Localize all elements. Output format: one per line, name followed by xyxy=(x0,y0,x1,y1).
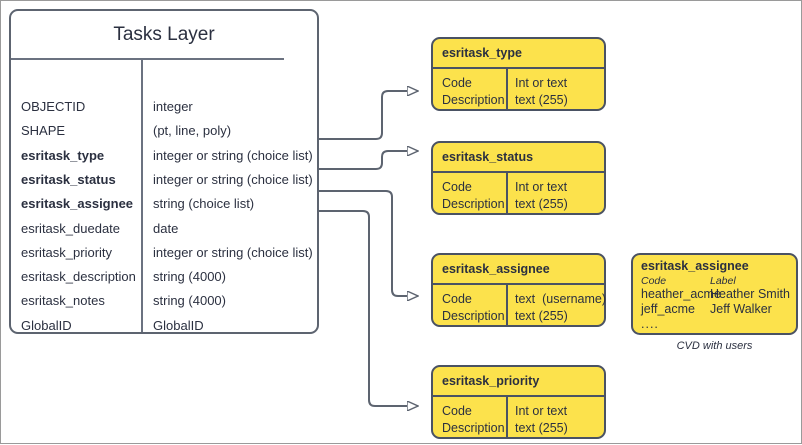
domain-box-esritask-assignee: esritask_assignee Code Description text … xyxy=(431,253,606,327)
domain-box-esritask-status: esritask_status Code Description Int or … xyxy=(431,141,606,215)
domain-title-divider xyxy=(433,395,604,397)
domain-type-column: Int or text text (255) xyxy=(515,404,568,435)
field-name: esritask_description xyxy=(21,269,136,285)
connector-type xyxy=(319,91,418,140)
table-row: GlobalID GlobalID xyxy=(11,314,317,338)
domain-title: esritask_priority xyxy=(442,374,540,388)
table-row: esritask_status integer or string (choice… xyxy=(11,168,317,192)
field-name: esritask_duedate xyxy=(21,220,121,236)
field-type: string (4000) xyxy=(153,293,226,309)
cvd-row-label: Heather Smith xyxy=(710,287,790,301)
domain-title: esritask_type xyxy=(442,46,522,60)
domain-code-column: Code Description xyxy=(442,292,505,323)
domain-code-column: Code Description xyxy=(442,404,505,435)
field-name: esritask_priority xyxy=(21,244,113,260)
field-type: integer xyxy=(153,99,193,114)
cvd-row-code: jeff_acme xyxy=(641,302,695,316)
cvd-row-code: heather_acme xyxy=(641,287,721,301)
title-divider xyxy=(11,58,284,60)
table-row: esritask_notes string (4000) xyxy=(11,289,317,313)
cvd-caption: CVD with users xyxy=(676,340,753,352)
domain-column-divider xyxy=(506,67,508,109)
cvd-ellipsis: .... xyxy=(641,317,659,331)
table-row: esritask_type integer or string (choice l… xyxy=(11,144,317,168)
field-type: integer or string (choice list) xyxy=(153,244,313,260)
cvd-header-code: Code xyxy=(641,275,667,287)
domain-type-column: Int or text text (255) xyxy=(515,76,568,107)
field-name: esritask_assignee xyxy=(21,196,134,212)
domain-type-column: Int or text text (255) xyxy=(515,180,568,211)
domain-code-column: Code Description xyxy=(442,76,505,107)
page-title: Tasks Layer xyxy=(113,24,215,45)
field-type: (pt, line, poly) xyxy=(153,123,232,139)
cvd-row-label: Jeff Walker xyxy=(710,302,772,316)
connector-priority xyxy=(319,210,418,406)
field-name: esritask_notes xyxy=(21,293,105,309)
field-name: OBJECTID xyxy=(21,99,86,114)
table-row: SHAPE (pt, line, poly) xyxy=(11,119,317,143)
cvd-header-label: Label xyxy=(710,275,736,287)
domain-title-divider xyxy=(433,67,604,69)
table-row: esritask_description string (4000) xyxy=(11,265,317,289)
domain-title-divider xyxy=(433,171,604,173)
domain-code-column: Code Description xyxy=(442,180,505,211)
domain-column-divider xyxy=(506,171,508,213)
connector-assignee xyxy=(319,190,418,296)
table-row: esritask_duedate date xyxy=(11,217,317,241)
field-type: string (choice list) xyxy=(153,196,255,212)
field-type: date xyxy=(153,220,179,236)
table-row: esritask_assignee string (choice list) xyxy=(11,192,317,216)
field-type: integer or string (choice list) xyxy=(153,147,313,163)
field-name: SHAPE xyxy=(21,123,66,139)
field-type: GlobalID xyxy=(153,317,204,333)
domain-title: esritask_assignee xyxy=(442,262,550,276)
domain-type-column: text (username) text (255) xyxy=(515,292,607,323)
domain-box-esritask-type: esritask_type Code Description Int or te… xyxy=(431,37,606,111)
field-name: esritask_type xyxy=(21,147,105,163)
field-name: esritask_status xyxy=(21,171,116,187)
connector-status xyxy=(319,151,418,170)
column-divider xyxy=(141,58,143,332)
domain-box-esritask-priority: esritask_priority Code Description Int o… xyxy=(431,365,606,439)
domain-title-divider xyxy=(433,283,604,285)
cvd-title: esritask_assignee xyxy=(641,259,749,273)
domain-title: esritask_status xyxy=(442,150,534,164)
field-name: GlobalID xyxy=(21,317,72,333)
field-type: integer or string (choice list) xyxy=(153,171,313,187)
domain-column-divider xyxy=(506,395,508,437)
table-row: OBJECTID integer xyxy=(11,95,317,119)
cvd-assignee-values-box: esritask_assignee Code Label heather_acm… xyxy=(631,253,798,335)
table-row: esritask_priority integer or string (choi… xyxy=(11,241,317,265)
domain-column-divider xyxy=(506,283,508,325)
field-type: string (4000) xyxy=(153,269,226,285)
